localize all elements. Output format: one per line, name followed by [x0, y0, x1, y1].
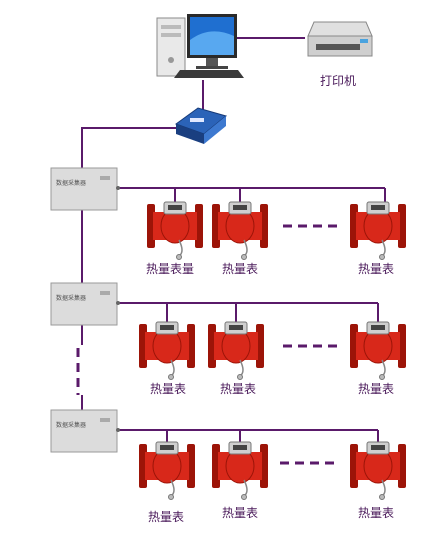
connection-lines: [81, 37, 386, 448]
computer-icon: [156, 14, 244, 78]
heat-meter-icon: [147, 201, 203, 260]
heat-meter-icon: [139, 321, 195, 380]
collector-box-3: [50, 409, 120, 453]
heat-meter-icon: [139, 441, 195, 500]
collector-label: 数据采集器: [56, 295, 87, 302]
heat-meter-icon: [350, 321, 406, 380]
collector-label: 数据采集器: [56, 422, 87, 429]
heat-meter-icon: [350, 201, 406, 260]
collector-label: 数据采集器: [56, 180, 87, 187]
printer-icon: [307, 21, 373, 57]
printer-label: 打印机: [320, 74, 357, 88]
meter-label: 热量表: [358, 506, 395, 520]
converter-icon: [174, 107, 228, 144]
meter-label: 热量表: [222, 506, 259, 520]
heat-meter-icon: [212, 441, 268, 500]
meter-label: 热量表: [358, 262, 395, 276]
meter-label: 热量表: [148, 510, 185, 524]
meter-label: 热量表: [150, 382, 187, 396]
ellipsis-dashes: [76, 224, 340, 465]
meter-label: 热量表: [222, 262, 259, 276]
collector-box-1: [50, 167, 120, 211]
heat-meter-icon: [350, 441, 406, 500]
heat-meter-icon: [212, 201, 268, 260]
meter-label: 热量表: [358, 382, 395, 396]
meter-label: 热量表: [220, 382, 257, 396]
collector-box-2: [50, 282, 120, 326]
heat-meter-icon: [208, 321, 264, 380]
meters-layer: [139, 201, 406, 500]
meter-label: 热量表量: [146, 262, 195, 276]
